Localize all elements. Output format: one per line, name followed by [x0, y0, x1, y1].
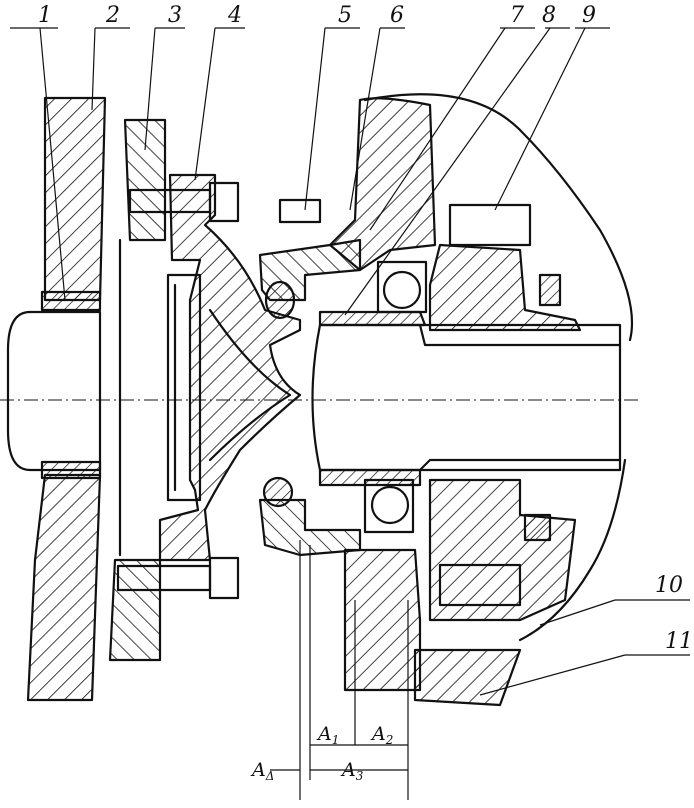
bolt-lower-left: [116, 556, 240, 600]
part-1-pin: [6, 290, 102, 480]
part-9-hub: [428, 203, 582, 332]
bolt-upper-left: [128, 181, 240, 223]
callout-8: 8: [542, 3, 556, 28]
callout-2: 2: [105, 3, 120, 28]
part-3-flange: [108, 118, 167, 662]
part-8-bearing: [363, 260, 428, 534]
callout-3: 3: [168, 3, 182, 28]
callout-4: 4: [227, 3, 242, 28]
break-outline-lower: [518, 458, 627, 642]
dim-a2: A2: [370, 723, 393, 747]
callout-5: 5: [338, 3, 352, 28]
dim-a3: A3: [340, 759, 364, 783]
callout-6: 6: [390, 3, 404, 28]
part-2-disc: [26, 96, 107, 702]
dimension-lines: [270, 540, 409, 800]
part-6-cap: [258, 238, 362, 557]
shaft: [311, 323, 622, 472]
callout-9: 9: [582, 3, 596, 28]
part-7-sleeve: [318, 310, 427, 487]
dim-a-delta: AΔ: [250, 759, 274, 783]
housing-body: [328, 97, 437, 692]
break-outline: [363, 93, 634, 342]
callout-10: 10: [655, 573, 683, 598]
callout-labels: 1 2 3 4 5 6 7 8 9 10 11: [38, 3, 693, 654]
part-4-hub: [158, 173, 302, 562]
callout-11: 11: [665, 629, 693, 654]
callout-1: 1: [38, 3, 52, 28]
part-10-hub: [428, 478, 577, 622]
leader-lines: [10, 27, 690, 696]
dimension-labels: A1 A2 A3 AΔ: [250, 723, 393, 783]
callout-7: 7: [510, 3, 524, 28]
part-11-ring: [413, 648, 522, 707]
part-5-bolt: [278, 198, 322, 224]
dim-a1: A1: [316, 723, 339, 747]
